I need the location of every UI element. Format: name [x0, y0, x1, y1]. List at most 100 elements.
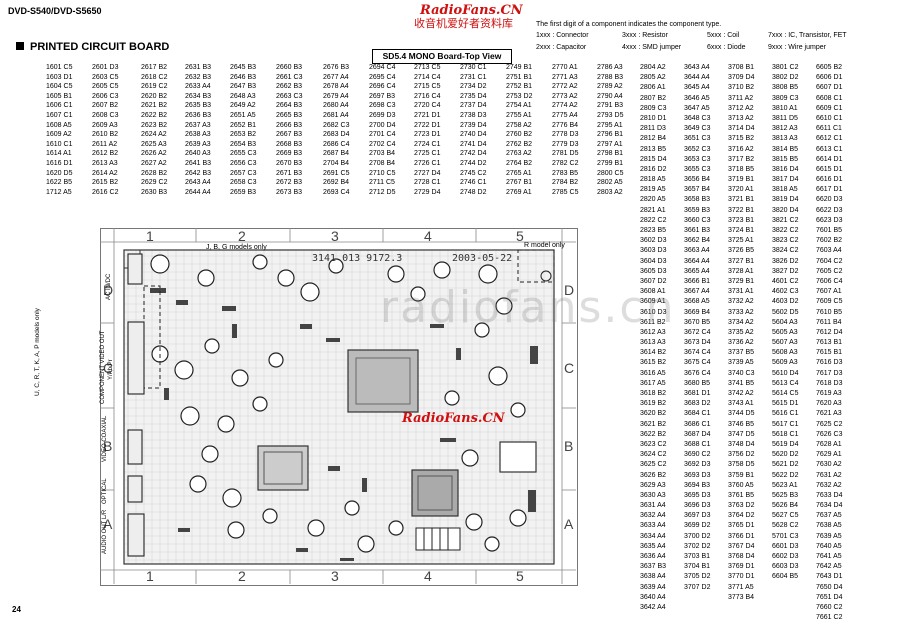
location-entry: 2656 C3: [230, 159, 257, 167]
grid-row-label: B: [564, 438, 574, 454]
location-entry: 2609 A3: [92, 121, 118, 129]
location-entry: 2678 A4: [323, 83, 349, 91]
location-entry: 2816 D2: [640, 165, 667, 173]
board-part-number: 3141 013 9172.3: [312, 253, 403, 264]
location-entry: 2701 C4: [369, 131, 396, 139]
location-entry: 2653 B2: [230, 131, 257, 139]
location-entry: 7607 A1: [816, 288, 842, 296]
location-entry: 7640 A5: [816, 542, 842, 550]
location-entry: 3766 D1: [728, 532, 755, 540]
grid-row-label: A: [103, 516, 113, 532]
location-entry: 2647 B3: [230, 83, 257, 91]
location-entry: 2784 B2: [552, 179, 579, 187]
location-entry: 2713 C5: [414, 64, 441, 71]
location-entry: 2823 B5: [640, 227, 667, 234]
legend-item: 6xxx : Diode: [707, 44, 746, 51]
location-entry: 2641 B3: [185, 159, 212, 167]
grid-row-label: D: [103, 282, 114, 298]
location-entry: 3643 A4: [684, 64, 710, 71]
grid-column-label: 5: [516, 228, 524, 244]
legend-item: 9xxx : Wire jumper: [768, 44, 826, 51]
location-entry: 2664 B3: [276, 102, 303, 110]
location-entry: 2782 C2: [552, 159, 579, 167]
location-entry: 2695 C4: [369, 73, 396, 81]
location-entry: 6608 C1: [816, 94, 843, 102]
location-entry: 3625 C2: [640, 461, 667, 469]
board-title: SD5.4 MONO Board-Top View: [372, 49, 512, 64]
location-entry: 3604 D3: [640, 257, 667, 265]
location-entry: 3607 D2: [640, 277, 667, 285]
location-entry: 3667 A4: [684, 288, 710, 296]
location-entry: 4603 D2: [772, 298, 799, 306]
location-entry: 3653 C3: [684, 155, 711, 163]
location-entry: 5617 C1: [772, 420, 799, 428]
grid-column-label: 1: [146, 228, 154, 244]
location-entry: 3748 D4: [728, 440, 755, 448]
location-entry: 3819 D4: [772, 196, 799, 204]
location-entry: 2760 B2: [506, 131, 533, 139]
location-entry: 5605 A3: [772, 328, 798, 336]
location-entry: 3769 D1: [728, 563, 755, 571]
location-entry: 2711 C5: [369, 179, 395, 187]
location-entry: 3611 B2: [640, 318, 666, 326]
location-entry: 6623 D3: [816, 216, 843, 224]
location-entry: 2728 C1: [414, 179, 441, 187]
section-title: PRINTED CIRCUIT BOARD: [16, 41, 169, 53]
location-entry: 3608 A1: [640, 288, 666, 296]
location-entry: 6601 D3: [772, 542, 799, 550]
location-entry: 1620 D5: [46, 169, 73, 177]
location-entry: 2800 C5: [597, 169, 624, 177]
location-entry: 3632 A4: [640, 512, 666, 520]
location-entry: 3647 A5: [684, 104, 710, 112]
location-entry: 3616 A5: [640, 369, 666, 377]
location-entry: 3655 C3: [684, 165, 711, 173]
location-entry: 3661 B3: [684, 227, 711, 234]
location-entry: 5602 D5: [772, 308, 799, 316]
location-entry: 3633 A4: [640, 522, 666, 530]
location-entry: 3623 C2: [640, 440, 667, 448]
location-entry: 3814 B5: [772, 145, 799, 153]
watermark-center: RadioFans.CN: [402, 411, 505, 426]
grid-column-label: 3: [331, 568, 339, 584]
location-entry: 3609 A1: [640, 298, 666, 306]
location-entry: 2781 D5: [552, 150, 579, 158]
location-entry: 2687 B4: [323, 150, 350, 158]
location-entry: 7643 D1: [816, 573, 843, 581]
location-entry: 2622 B2: [141, 111, 168, 119]
location-entry: 2789 A2: [597, 83, 623, 91]
legend-item: 1xxx : Connector: [536, 32, 589, 39]
location-entry: 2611 A2: [92, 140, 118, 148]
location-entry: 2723 D1: [414, 131, 441, 139]
location-entry: 5628 C2: [772, 522, 799, 530]
location-entry: 4601 C2: [772, 277, 799, 285]
location-entry: 7602 B2: [816, 237, 843, 245]
location-entry: 6605 B2: [816, 64, 843, 71]
location-entry: 2613 A3: [92, 159, 118, 167]
location-entry: 3719 B1: [728, 176, 755, 184]
location-entry: 2681 A4: [323, 111, 349, 119]
location-entry: 3768 D4: [728, 553, 755, 560]
location-entry: 3812 A3: [772, 125, 798, 133]
location-entry: 1601 C5: [46, 64, 73, 71]
location-entry: 2612 B2: [92, 150, 119, 158]
location-entry: 2626 A2: [141, 150, 167, 158]
location-entry: 2683 D4: [323, 131, 350, 139]
location-entry: 6620 D3: [816, 196, 843, 204]
location-entry: 2758 A2: [506, 121, 532, 129]
location-entry: 5613 C4: [772, 379, 799, 387]
location-entry: 2769 A1: [506, 188, 532, 196]
location-entry: 3681 D1: [684, 390, 711, 397]
location-entry: 3638 A4: [640, 573, 666, 581]
location-entry: 2722 D1: [414, 121, 441, 129]
location-entry: 2629 C2: [141, 179, 168, 187]
grid-column-label: 2: [238, 228, 246, 244]
location-entry: 2806 A1: [640, 84, 666, 92]
location-entry: 2610 B2: [92, 131, 119, 139]
location-entry: 3620 B2: [640, 410, 667, 418]
location-entry: 5615 D1: [772, 400, 799, 408]
location-entry: 3614 B2: [640, 349, 667, 357]
